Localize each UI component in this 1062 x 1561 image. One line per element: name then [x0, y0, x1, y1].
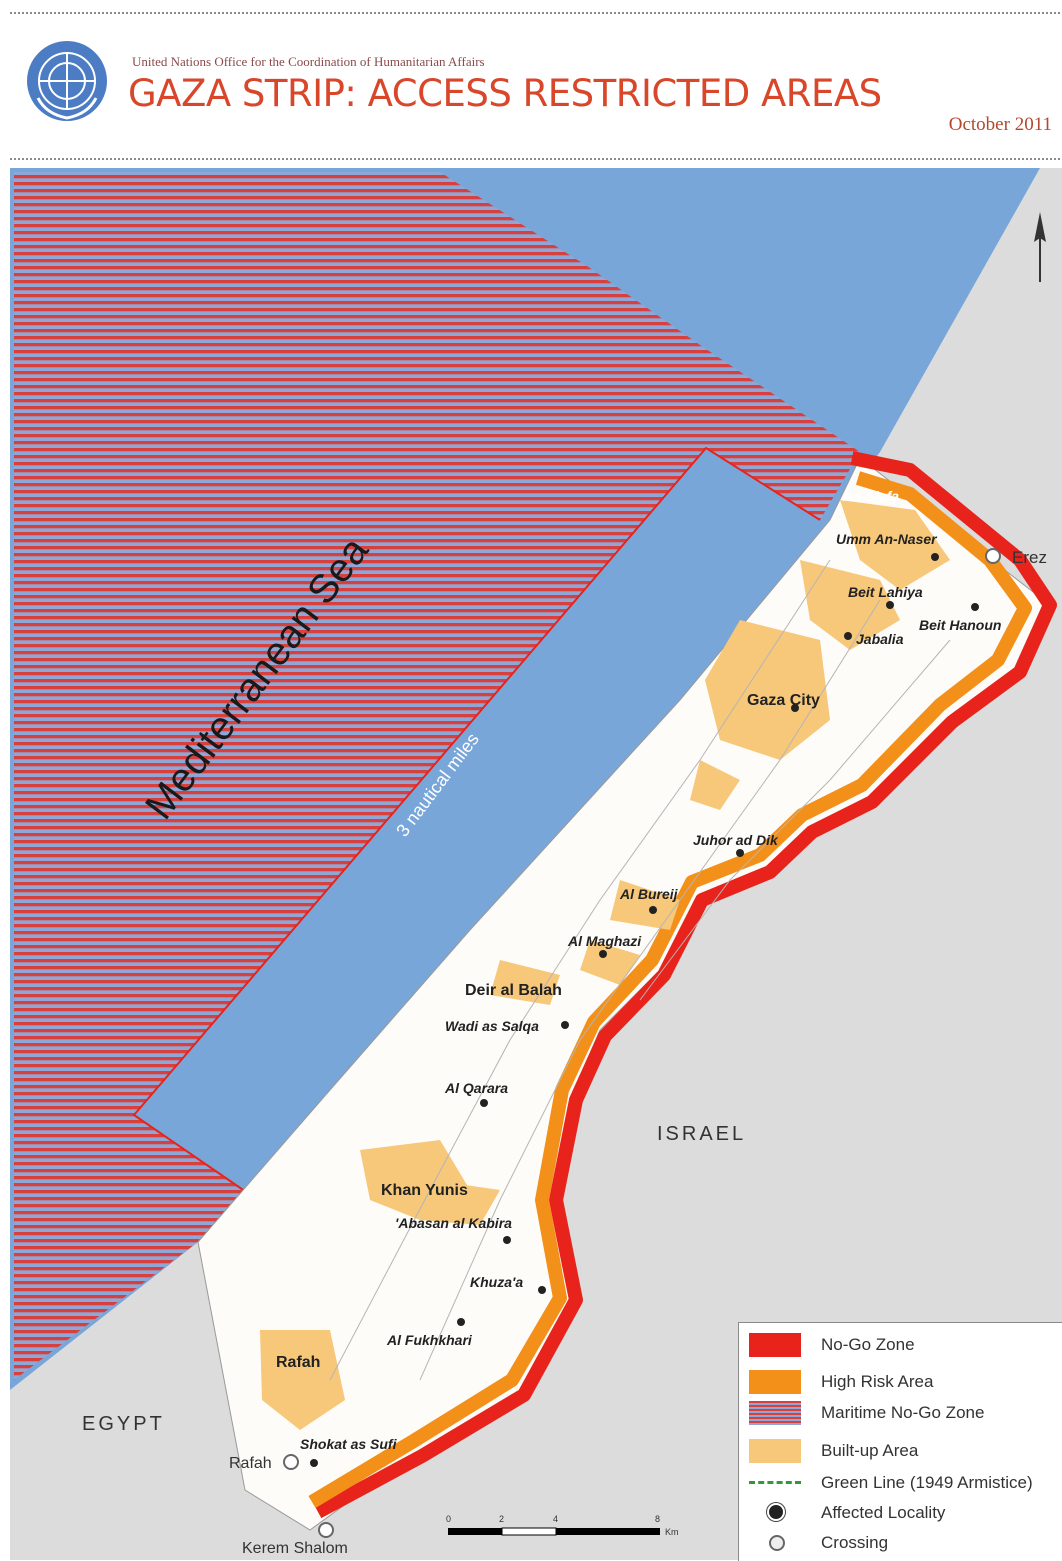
- legend-item: Crossing: [739, 1527, 1062, 1557]
- locality-al-qarara: Al Qarara: [444, 1080, 508, 1096]
- header-banner: United Nations Office for the Coordinati…: [10, 12, 1060, 160]
- affected-localities: [310, 553, 979, 1467]
- no-go-zone-band: [314, 451, 1057, 1519]
- high-risk-swatch: [749, 1370, 801, 1394]
- sea-label: Mediterranean Sea: [137, 529, 377, 828]
- maritime-swatch: [749, 1401, 801, 1425]
- crossing-icon: [749, 1531, 801, 1555]
- locality-deir-al-balah: Deir al Balah: [465, 982, 562, 999]
- org-name: United Nations Office for the Coordinati…: [132, 54, 485, 69]
- scale-bar: [448, 1527, 660, 1536]
- locality-al-bureij: Al Bureij: [619, 886, 679, 902]
- legend-label: Affected Locality: [821, 1503, 946, 1522]
- legend-label: Maritime No-Go Zone: [821, 1403, 985, 1422]
- crossings: [283, 548, 1001, 1538]
- crossing-rafah: Rafah: [229, 1455, 272, 1472]
- legend-label: High Risk Area: [821, 1372, 934, 1391]
- road-network: [329, 559, 951, 1381]
- locality-beit-lahiya: Beit Lahiya: [848, 584, 923, 600]
- locality-beit-hanoun: Beit Hanoun: [919, 617, 1001, 633]
- legend-item: Built-up Area: [739, 1435, 1062, 1465]
- legend-item: Green Line (1949 Armistice): [739, 1467, 1062, 1497]
- locality-as-siafa: As-Siafa: [842, 488, 899, 504]
- locality-khuzaa: Khuza'a: [470, 1274, 523, 1290]
- legend-label: Green Line (1949 Armistice): [821, 1473, 1033, 1492]
- legend-item: Maritime No-Go Zone: [739, 1397, 1062, 1427]
- un-emblem-icon: [27, 41, 107, 121]
- country-egypt: EGYPT: [82, 1413, 165, 1435]
- legend-label: Built-up Area: [821, 1441, 919, 1460]
- legend-item: Affected Locality: [739, 1497, 1062, 1527]
- locality-wadi-as-salqa: Wadi as Salqa: [445, 1018, 539, 1034]
- built-up-swatch: [749, 1439, 801, 1463]
- legend-label: Crossing: [821, 1533, 889, 1552]
- locality-juhor-ad-dik: Juhor ad Dik: [693, 832, 779, 848]
- nautical-limit-line: [132, 446, 821, 1197]
- locality-abasan-al-kabira: 'Abasan al Kabira: [395, 1215, 512, 1231]
- high-risk-band: [308, 471, 1032, 1509]
- locality-umm-an-naser: Umm An-Naser: [836, 531, 938, 547]
- maritime-no-go-zone: [14, 172, 860, 1380]
- green-line-icon: [749, 1481, 801, 1484]
- locality-al-maghazi: Al Maghazi: [567, 933, 642, 949]
- legend-label: No-Go Zone: [821, 1335, 915, 1354]
- crossing-kerem-shalom: Kerem Shalom: [242, 1540, 348, 1557]
- map-legend: No-Go Zone High Risk Area Maritime No-Go…: [738, 1322, 1062, 1561]
- legend-item: High Risk Area: [739, 1366, 1062, 1396]
- scale-tick-8: 8: [655, 1514, 660, 1524]
- scale-unit: Km: [665, 1527, 679, 1537]
- scale-tick-0: 0: [446, 1514, 451, 1524]
- no-go-swatch: [749, 1333, 801, 1357]
- legend-item: No-Go Zone: [739, 1329, 1062, 1359]
- locality-dot-icon: [749, 1501, 801, 1525]
- crossing-erez: Erez: [1012, 548, 1047, 567]
- locality-al-fukhkhari: Al Fukhkhari: [386, 1332, 473, 1348]
- locality-shokat-as-sufi: Shokat as Sufi: [300, 1436, 398, 1452]
- map-title: GAZA STRIP: ACCESS RESTRICTED AREAS: [128, 72, 882, 115]
- country-israel: ISRAEL: [657, 1123, 746, 1145]
- locality-gaza-city: Gaza City: [747, 692, 820, 709]
- scale-tick-2: 2: [499, 1514, 504, 1524]
- locality-khan-yunis: Khan Yunis: [381, 1182, 468, 1199]
- scale-tick-4: 4: [553, 1514, 558, 1524]
- locality-jabalia: Jabalia: [856, 631, 904, 647]
- nautical-label: 3 nautical miles: [392, 729, 483, 840]
- built-up-areas: [260, 500, 950, 1430]
- locality-rafah: Rafah: [276, 1354, 320, 1371]
- north-arrow-icon: [1034, 212, 1046, 282]
- map-date: October 2011: [948, 114, 1052, 135]
